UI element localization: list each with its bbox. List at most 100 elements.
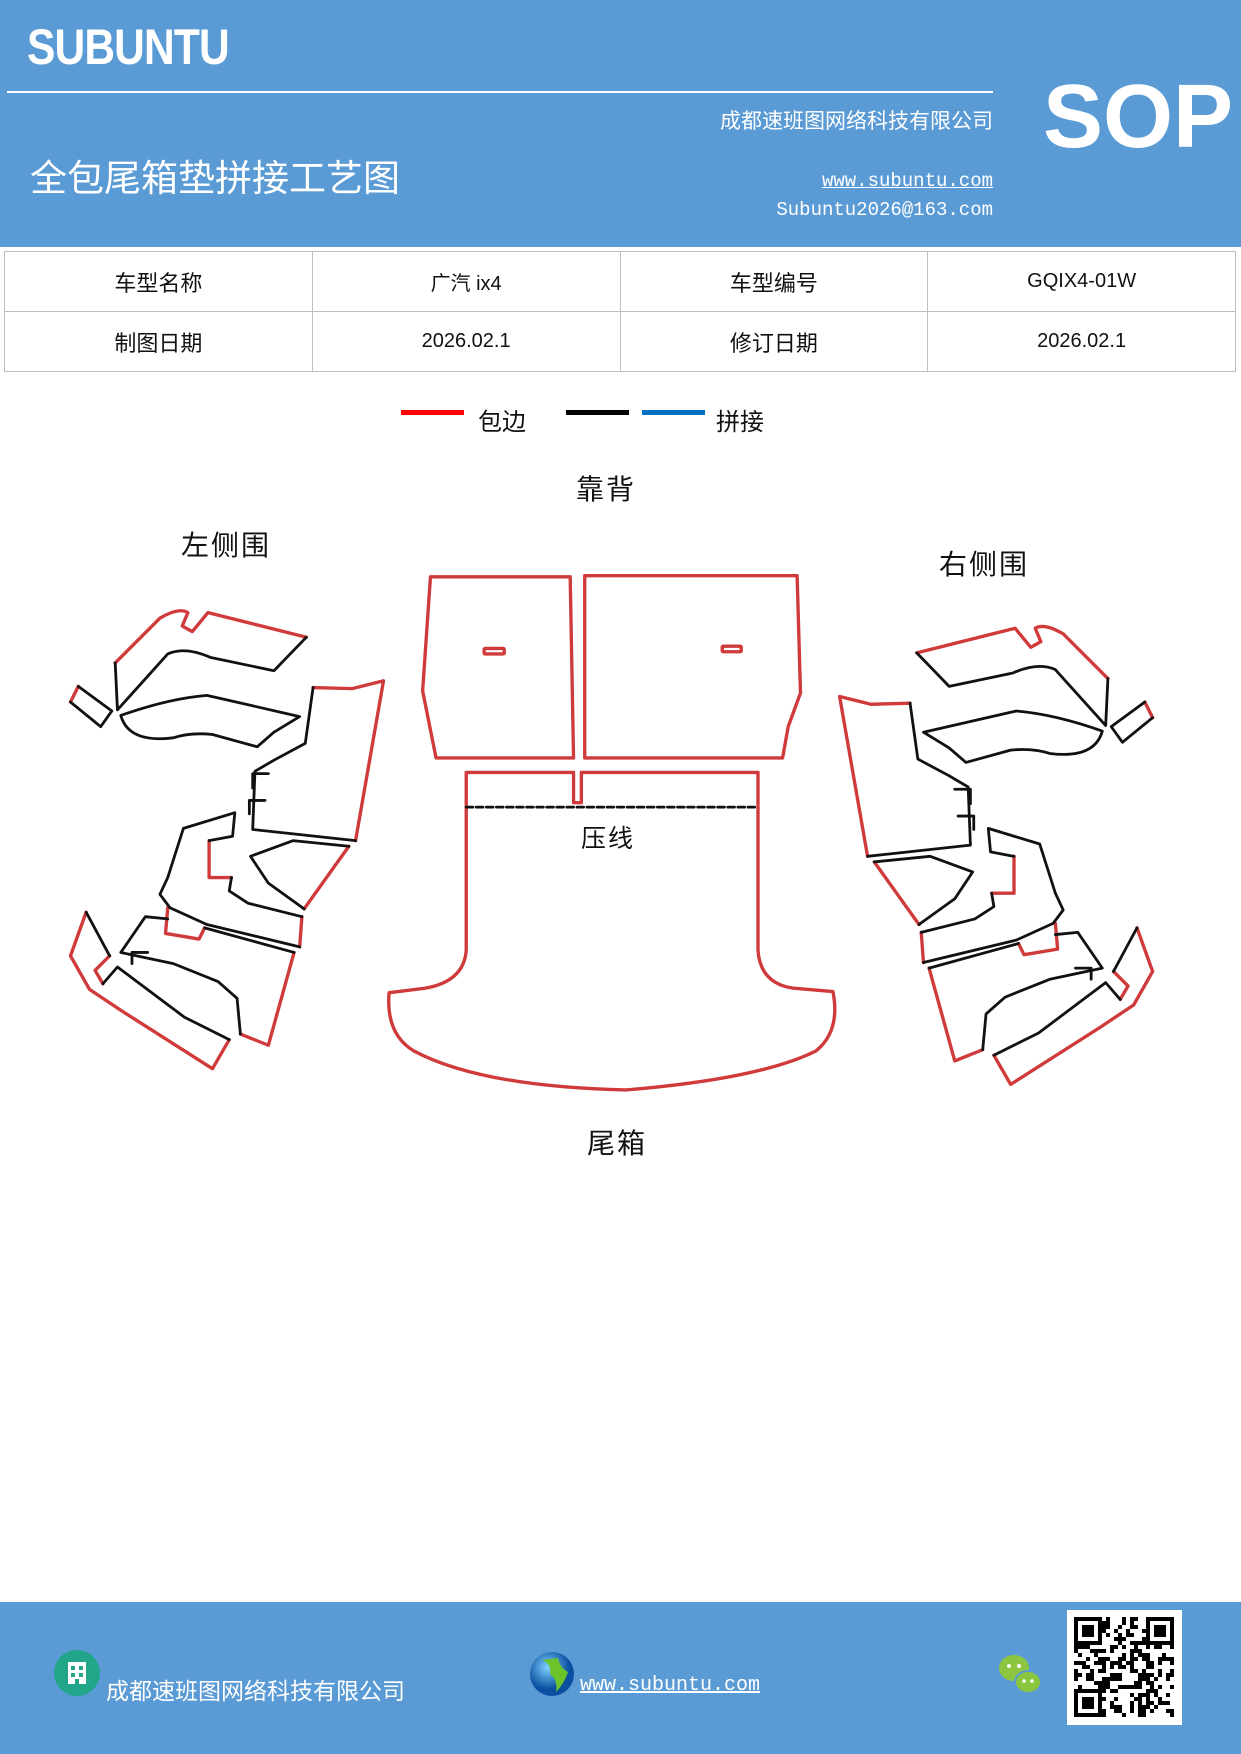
qr-module xyxy=(1098,1661,1102,1665)
qr-module xyxy=(1110,1673,1114,1677)
qr-module xyxy=(1086,1677,1090,1681)
qr-module xyxy=(1078,1685,1082,1689)
qr-module xyxy=(1102,1713,1106,1717)
qr-module xyxy=(1146,1689,1150,1693)
qr-module xyxy=(1118,1677,1122,1681)
qr-module xyxy=(1110,1677,1114,1681)
qr-module xyxy=(1082,1697,1086,1701)
qr-module xyxy=(1126,1661,1130,1665)
website-link[interactable]: www.subuntu.com xyxy=(821,170,993,192)
qr-module xyxy=(1158,1685,1162,1689)
qr-module xyxy=(1154,1617,1158,1621)
qr-module xyxy=(1074,1621,1078,1625)
qr-module xyxy=(1170,1713,1174,1717)
qr-module xyxy=(1074,1629,1078,1633)
qr-module xyxy=(1130,1661,1134,1665)
label-right-side: 右侧围 xyxy=(939,548,1030,581)
qr-module xyxy=(1142,1693,1146,1697)
qr-module xyxy=(1146,1705,1150,1709)
back-left-slot xyxy=(482,646,506,656)
qr-module xyxy=(1078,1661,1082,1665)
qr-module xyxy=(1126,1629,1130,1633)
qr-module xyxy=(1142,1705,1146,1709)
qr-module xyxy=(1074,1617,1078,1621)
qr-module xyxy=(1090,1713,1094,1717)
qr-module xyxy=(1122,1645,1126,1649)
qr-module xyxy=(1106,1681,1110,1685)
qr-module xyxy=(1150,1689,1154,1693)
qr-module xyxy=(1142,1677,1146,1681)
qr-module xyxy=(1086,1697,1090,1701)
qr-module xyxy=(1170,1645,1174,1649)
qr-module xyxy=(1094,1641,1098,1645)
qr-module xyxy=(1142,1637,1146,1641)
qr-module xyxy=(1146,1625,1150,1629)
qr-module xyxy=(1118,1709,1122,1713)
qr-module xyxy=(1110,1649,1114,1653)
qr-module xyxy=(1150,1641,1154,1645)
qr-module xyxy=(1090,1633,1094,1637)
qr-module xyxy=(1102,1677,1106,1681)
qr-module xyxy=(1138,1653,1142,1657)
qr-module xyxy=(1114,1661,1118,1665)
qr-module xyxy=(1078,1653,1082,1657)
footer-company: 成都速班图网络科技有限公司 xyxy=(106,1679,405,1705)
qr-module xyxy=(1154,1645,1158,1649)
qr-module xyxy=(1170,1685,1174,1689)
legend-label-edge: 包边 xyxy=(478,408,526,436)
qr-module xyxy=(1170,1629,1174,1633)
footer-website-link[interactable]: www.subuntu.com xyxy=(580,1674,761,1697)
qr-module xyxy=(1078,1617,1082,1621)
footer: 成都速班图网络科技有限公司 www.subuntu.com xyxy=(0,1602,1241,1754)
globe-icon xyxy=(530,1652,574,1696)
qr-module xyxy=(1106,1621,1110,1625)
qr-module xyxy=(1118,1657,1122,1661)
back-left-panel xyxy=(420,575,576,760)
value-cell: 2026.02.1 xyxy=(311,311,621,372)
qr-module xyxy=(1130,1705,1134,1709)
qr-module xyxy=(1138,1649,1142,1653)
qr-module xyxy=(1074,1637,1078,1641)
qr-module xyxy=(1118,1673,1122,1677)
qr-module xyxy=(1146,1681,1150,1685)
qr-module xyxy=(1158,1669,1162,1673)
qr-module xyxy=(1078,1645,1082,1649)
wechat-icon xyxy=(999,1655,1042,1694)
qr-module xyxy=(1102,1625,1106,1629)
qr-module xyxy=(1166,1701,1170,1705)
page-title: 全包尾箱垫拼接工艺图 xyxy=(30,157,400,200)
qr-module xyxy=(1098,1625,1102,1629)
qr-module xyxy=(1094,1653,1098,1657)
qr-module xyxy=(1098,1669,1102,1673)
qr-module xyxy=(1130,1657,1134,1661)
qr-module xyxy=(1098,1641,1102,1645)
qr-module xyxy=(1130,1633,1134,1637)
header: SUBUNTU 成都速班图网络科技有限公司 SOP 全包尾箱垫拼接工艺图 www… xyxy=(0,0,1241,247)
qr-module xyxy=(1150,1665,1154,1669)
qr-module xyxy=(1150,1673,1154,1677)
table-row: 制图日期 2026.02.1 修订日期 2026.02.1 xyxy=(4,311,1236,372)
label-crease: 压线 xyxy=(581,824,636,853)
qr-module xyxy=(1154,1641,1158,1645)
qr-module xyxy=(1086,1625,1090,1629)
qr-module xyxy=(1074,1641,1078,1645)
qr-module xyxy=(1094,1713,1098,1717)
qr-module xyxy=(1162,1633,1166,1637)
qr-module xyxy=(1082,1633,1086,1637)
qr-module xyxy=(1090,1705,1094,1709)
qr-module xyxy=(1074,1677,1078,1681)
table-row: 车型名称 广汽 ix4 车型编号 GQIX4-01W xyxy=(4,251,1236,312)
qr-module xyxy=(1110,1665,1114,1669)
qr-module xyxy=(1102,1665,1106,1669)
qr-module xyxy=(1078,1713,1082,1717)
back-right-slot xyxy=(720,644,743,654)
qr-module xyxy=(1146,1617,1150,1621)
qr-module xyxy=(1098,1697,1102,1701)
qr-module xyxy=(1158,1617,1162,1621)
qr-module xyxy=(1122,1685,1126,1689)
label-left-side: 左侧围 xyxy=(181,529,272,562)
qr-module xyxy=(1098,1637,1102,1641)
qr-module xyxy=(1134,1641,1138,1645)
qr-module xyxy=(1138,1685,1142,1689)
